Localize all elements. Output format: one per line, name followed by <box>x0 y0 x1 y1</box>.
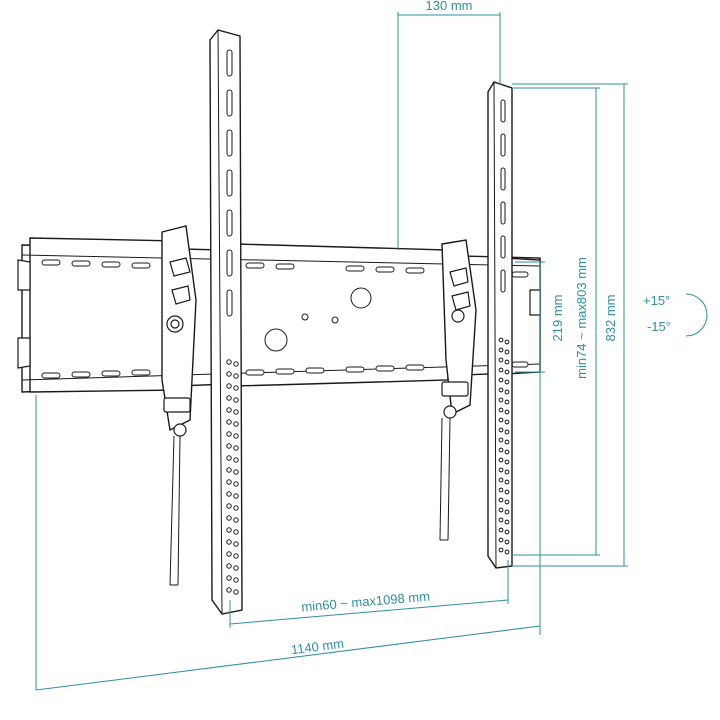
vesa-horizontal-dim-line <box>229 599 509 625</box>
right-arm-upper-slots <box>500 99 506 293</box>
wall-plate-hole-upper <box>350 287 372 309</box>
left-arm-upper-slots <box>226 49 233 317</box>
plate-width-label: 1140 mm <box>290 636 345 658</box>
right-arm-body <box>487 81 513 569</box>
tilt-down-label: -15° <box>647 319 671 334</box>
plate-width-dim-line <box>35 625 541 691</box>
dimension-lines <box>35 12 708 691</box>
vesa-range-label: min74 ~ max803 mm <box>574 257 589 379</box>
arm-height-label: 832 mm <box>603 295 618 342</box>
wall-plate-slots <box>41 259 529 379</box>
tilt-arc <box>685 293 708 337</box>
wall-plate-hole-lower <box>264 328 288 352</box>
left-tilt-bracket <box>161 225 197 586</box>
right-arm-holes <box>498 337 510 555</box>
right-bracket-plate <box>441 239 477 416</box>
left-release-cord <box>169 435 175 586</box>
right-release-cord <box>439 417 443 541</box>
vesa-horizontal-label: min60 ~ max1098 mm <box>301 589 431 615</box>
vesa-fixed-label: 219 mm <box>550 295 565 342</box>
left-vertical-arm <box>209 29 243 615</box>
tilt-up-label: +15° <box>643 293 670 308</box>
left-arm-body <box>209 29 243 615</box>
right-tilt-bracket <box>439 239 477 541</box>
right-vertical-arm <box>487 81 513 569</box>
depth-label: 130 mm <box>426 0 473 13</box>
left-arm-holes <box>226 359 239 595</box>
